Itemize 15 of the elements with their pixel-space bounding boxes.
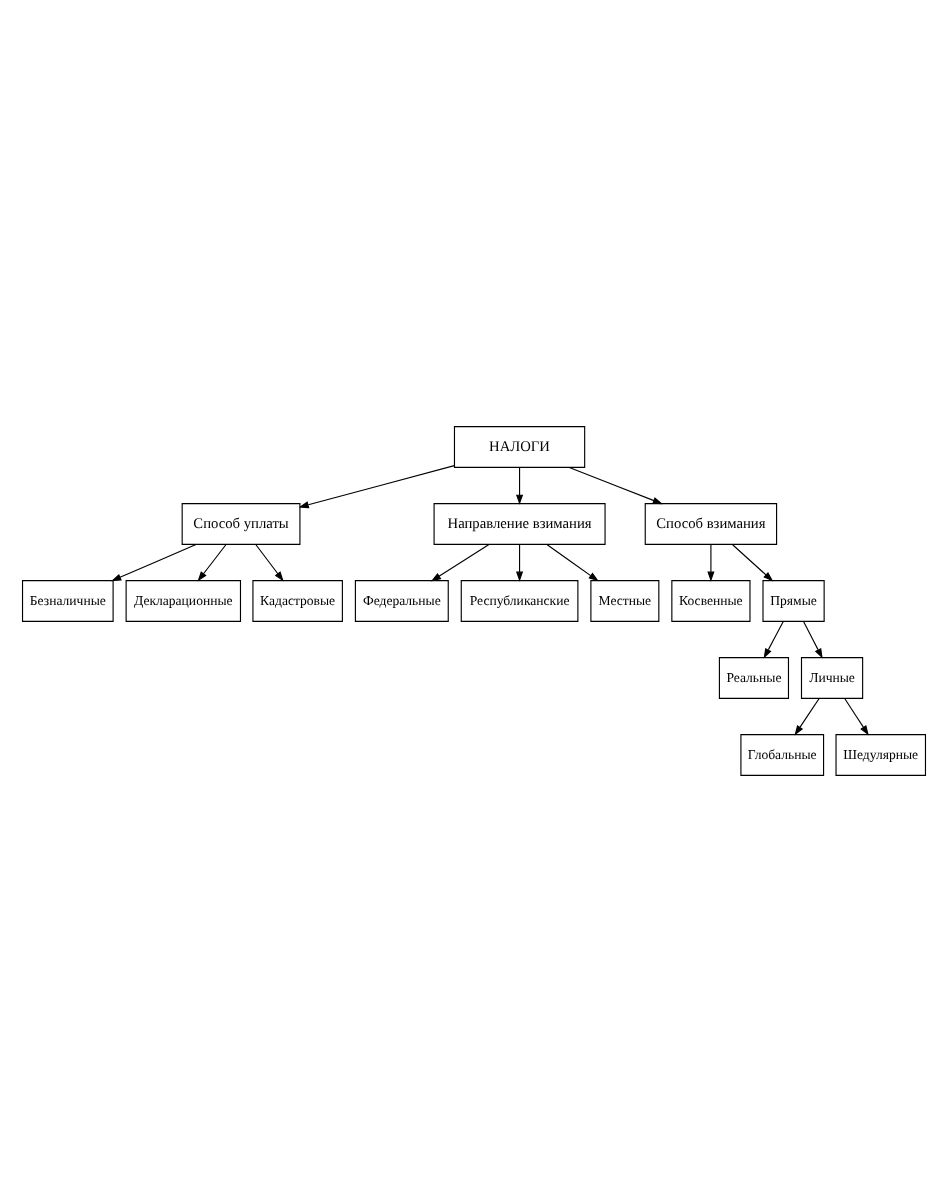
arrow: [429, 544, 489, 582]
arrow: [843, 698, 868, 736]
arrow: [567, 467, 662, 505]
arrow: [196, 544, 226, 582]
arrow: [254, 544, 283, 582]
arrow: [515, 467, 523, 505]
arrow: [706, 544, 714, 582]
arrow: [802, 621, 822, 659]
arrow: [793, 698, 819, 736]
arrow: [297, 465, 454, 509]
arrow: [762, 621, 783, 659]
arrow: [515, 544, 523, 582]
arrow: [545, 544, 598, 582]
arrow: [110, 544, 196, 582]
arrow: [731, 544, 773, 582]
